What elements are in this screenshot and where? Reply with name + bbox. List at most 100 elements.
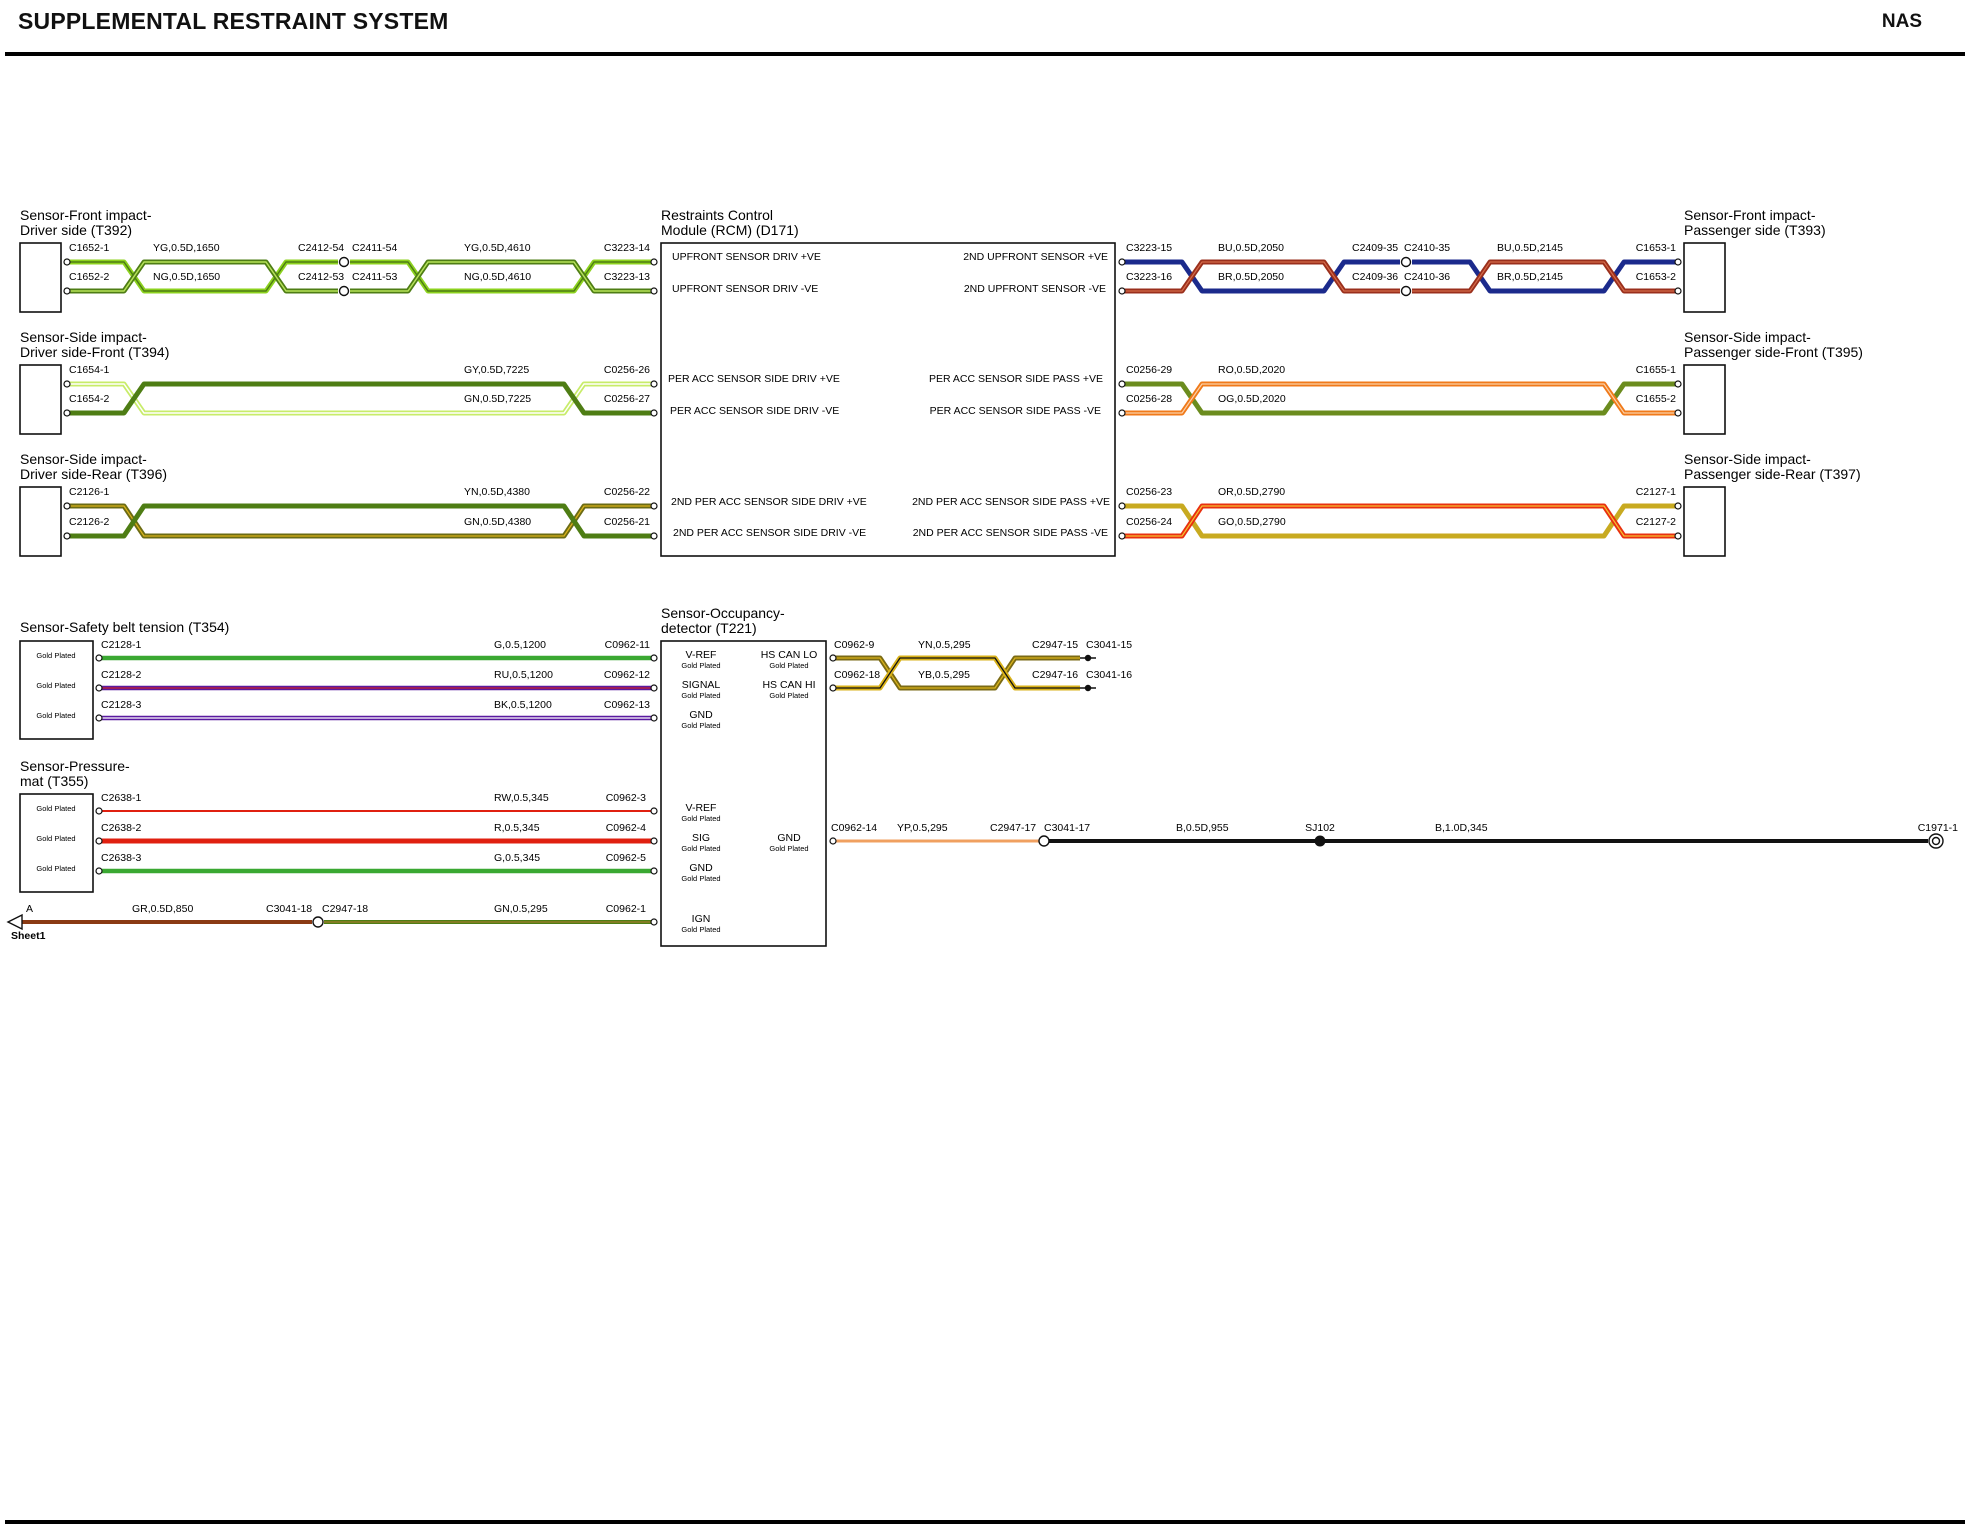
occ-gold-hs-hi: Gold Plated <box>769 691 808 700</box>
title-rcm-1: Restraints Control <box>661 207 773 223</box>
inline-c2412-54[interactable] <box>338 256 350 268</box>
title-pressure-2: mat (T355) <box>20 773 88 789</box>
wire-label-w10: GN,0.5D,4380 <box>464 516 531 528</box>
terminals <box>63 258 1682 926</box>
conn-c2409-35: C2409-35 <box>1352 242 1398 254</box>
conn-c3223-15: C3223-15 <box>1126 242 1172 254</box>
wire-label-w2b: NG,0.5D,4610 <box>464 271 531 283</box>
sensor-belt-box[interactable] <box>19 640 94 740</box>
wire-labels: YG,0.5D,1650 YG,0.5D,4610 NG,0.5D,1650 N… <box>132 242 1563 915</box>
wire-br-front-pass[interactable] <box>1122 259 1680 294</box>
wire-bu-front-pass[interactable] <box>1122 259 1680 294</box>
sensor-side-rear-pass-box[interactable] <box>1683 486 1726 557</box>
title-belt: Sensor-Safety belt tension (T354) <box>20 619 229 635</box>
occupancy-pin-labels: V-REF Gold Plated SIGNAL Gold Plated GND… <box>681 649 817 934</box>
wire-label-w18: RW,0.5,345 <box>494 792 549 804</box>
wire-label-w9: YN,0.5D,4380 <box>464 486 530 498</box>
conn-c3041-16: C3041-16 <box>1086 669 1132 681</box>
wire-label-w15: BK,0.5,1200 <box>494 699 552 711</box>
conn-c2128-1: C2128-1 <box>101 639 141 651</box>
inline-connectors <box>312 256 1944 928</box>
rcm-pin-l3: PER ACC SENSOR SIDE DRIV +VE <box>668 373 840 385</box>
inline-c3041-18[interactable] <box>312 916 324 928</box>
title-front-driver-1: Sensor-Front impact- <box>20 207 152 223</box>
wire-og-side-front-pass[interactable] <box>1122 381 1680 416</box>
title-side-front-driver-2: Driver side-Front (T394) <box>20 344 169 360</box>
conn-c2128-2: C2128-2 <box>101 669 141 681</box>
sensor-pressure-box[interactable] <box>19 793 94 893</box>
inline-c2947-17[interactable] <box>1038 835 1050 847</box>
wire-label-w3a: BU,0.5D,2050 <box>1218 242 1284 254</box>
inline-c2412-53[interactable] <box>338 285 350 297</box>
conn-c0962-4: C0962-4 <box>606 822 646 834</box>
sheet-link[interactable]: Sheet1 <box>11 930 46 942</box>
conn-c2412-53: C2412-53 <box>298 271 344 283</box>
wire-label-w4b: BR,0.5D,2145 <box>1497 271 1563 283</box>
title-front-pass-2: Passenger side (T393) <box>1684 222 1826 238</box>
wire-label-w1a: YG,0.5D,1650 <box>153 242 220 254</box>
title-side-front-pass-1: Sensor-Side impact- <box>1684 329 1811 345</box>
wire-og-side-front-pass-stripe <box>1122 383 1680 414</box>
gold-belt-2: Gold Plated <box>36 681 75 690</box>
sheet-arrow-icon[interactable] <box>6 913 23 931</box>
wire-label-w14: RU,0.5,1200 <box>494 669 553 681</box>
occ-gold-signal: Gold Plated <box>681 691 720 700</box>
conn-c1655-1: C1655-1 <box>1636 364 1676 376</box>
wire-label-w5: GY,0.5D,7225 <box>464 364 529 376</box>
wire-label-w12: GO,0.5D,2790 <box>1218 516 1286 528</box>
rcm-pin-r5: 2ND PER ACC SENSOR SIDE PASS +VE <box>912 496 1110 508</box>
wire-label-w24: GR,0.5D,850 <box>132 903 193 915</box>
inline-c2409-35[interactable] <box>1400 256 1412 268</box>
gold-plated-labels: Gold Plated Gold Plated Gold Plated Gold… <box>36 651 75 873</box>
conn-c0962-18: C0962-18 <box>834 669 880 681</box>
wire-ro-side-front-pass[interactable] <box>1122 381 1680 416</box>
occ-pin-gnd1: GND <box>689 709 713 721</box>
conn-c1652-1: C1652-1 <box>69 242 109 254</box>
sensor-front-driver-box[interactable] <box>19 242 62 313</box>
wire-label-w25: GN,0.5,295 <box>494 903 548 915</box>
title-front-driver-2: Driver side (T392) <box>20 222 132 238</box>
conn-c3223-13: C3223-13 <box>604 271 650 283</box>
rcm-pin-r3: PER ACC SENSOR SIDE PASS +VE <box>929 373 1103 385</box>
conn-c3041-17: C3041-17 <box>1044 822 1090 834</box>
conn-c2947-15: C2947-15 <box>1032 639 1078 651</box>
sensor-side-rear-driver-box[interactable] <box>19 486 62 557</box>
sensor-side-front-driver-box[interactable] <box>19 364 62 435</box>
conn-c0962-13: C0962-13 <box>604 699 650 711</box>
conn-c2947-18: C2947-18 <box>322 903 368 915</box>
wire-gn-side-front-driver[interactable] <box>64 381 654 416</box>
connector-labels: C1652-1 C1652-2 C2412-54 C2411-54 C2412-… <box>11 242 1958 942</box>
wire-go-side-rear-pass[interactable] <box>1122 503 1680 539</box>
sensor-front-pass-box[interactable] <box>1683 242 1726 313</box>
wire-label-w3b: BU,0.5D,2145 <box>1497 242 1563 254</box>
wire-or-side-rear-pass[interactable] <box>1122 503 1680 539</box>
title-side-rear-pass-1: Sensor-Side impact- <box>1684 451 1811 467</box>
conn-c2411-54: C2411-54 <box>352 242 397 254</box>
wire-label-w20: G,0.5,345 <box>494 852 540 864</box>
can-stubs <box>1080 654 1096 692</box>
occ-pin-gnd2: GND <box>689 862 713 874</box>
inline-c2409-36[interactable] <box>1400 285 1412 297</box>
gold-pressure-2: Gold Plated <box>36 834 75 843</box>
conn-c0256-21: C0256-21 <box>604 516 650 528</box>
conn-c1654-2: C1654-2 <box>69 393 109 405</box>
conn-c1653-1: C1653-1 <box>1636 242 1676 254</box>
wire-label-w8: OG,0.5D,2020 <box>1218 393 1286 405</box>
conn-c0962-9: C0962-9 <box>834 639 874 651</box>
occupancy-detector-box[interactable] <box>660 640 827 947</box>
header: SUPPLEMENTAL RESTRAINT SYSTEM NAS <box>0 0 1966 60</box>
conn-c3223-14: C3223-14 <box>604 242 650 254</box>
wire-label-w17: YB,0.5,295 <box>918 669 970 681</box>
wire-gn-side-rear-driver[interactable] <box>64 503 654 539</box>
conn-c0256-28: C0256-28 <box>1126 393 1172 405</box>
splice-sj102[interactable] <box>1314 835 1326 847</box>
wire-ng-front-driver-stripe <box>64 261 654 292</box>
rcm-box[interactable] <box>660 242 1116 557</box>
conn-c0962-1: C0962-1 <box>606 903 646 915</box>
sensor-side-front-pass-box[interactable] <box>1683 364 1726 435</box>
ground-c1971-1-inner <box>1931 836 1941 846</box>
occ-pin-signal: SIGNAL <box>682 679 721 691</box>
conn-c2127-2: C2127-2 <box>1636 516 1676 528</box>
wire-label-w13: G,0.5,1200 <box>494 639 546 651</box>
